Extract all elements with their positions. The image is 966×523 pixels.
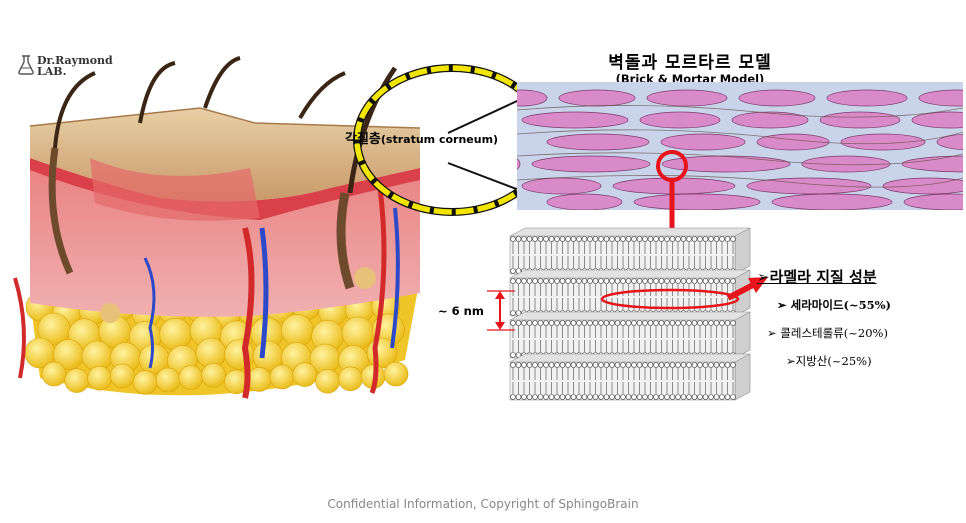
- thickness-label: ~ 6 nm: [438, 304, 484, 318]
- lamellar-lipid-title: ➢라멜라 지질 성분: [757, 266, 877, 287]
- footer-copyright: Confidential Information, Copyright of S…: [0, 497, 966, 511]
- component-fatty-acid: ➢지방산(~25%): [786, 353, 872, 369]
- stratum-label-ko: 각질층: [345, 132, 381, 147]
- lamellar-title-text: 라멜라 지질 성분: [770, 268, 877, 286]
- component-cholesterol: ➢ 콜레스테롤류(~20%): [767, 325, 888, 341]
- bullet-arrow-icon: ➢: [767, 326, 780, 340]
- stratum-corneum-label: 각질층(stratum corneum): [345, 128, 498, 147]
- bullet-arrow-icon: ➢: [777, 298, 791, 312]
- brick-mortar-illustration: [517, 82, 963, 210]
- lipid-bilayer-stack-illustration: [505, 222, 755, 412]
- component-ceramide: ➢ 세라마이드(~55%): [777, 297, 891, 313]
- stratum-label-en: (stratum corneum): [381, 133, 498, 146]
- bullet-arrow-icon: ➢: [757, 268, 770, 286]
- bullet-arrow-icon: ➢: [786, 354, 796, 368]
- brick-model-title: 벽돌과 모르타르 모델: [590, 48, 790, 73]
